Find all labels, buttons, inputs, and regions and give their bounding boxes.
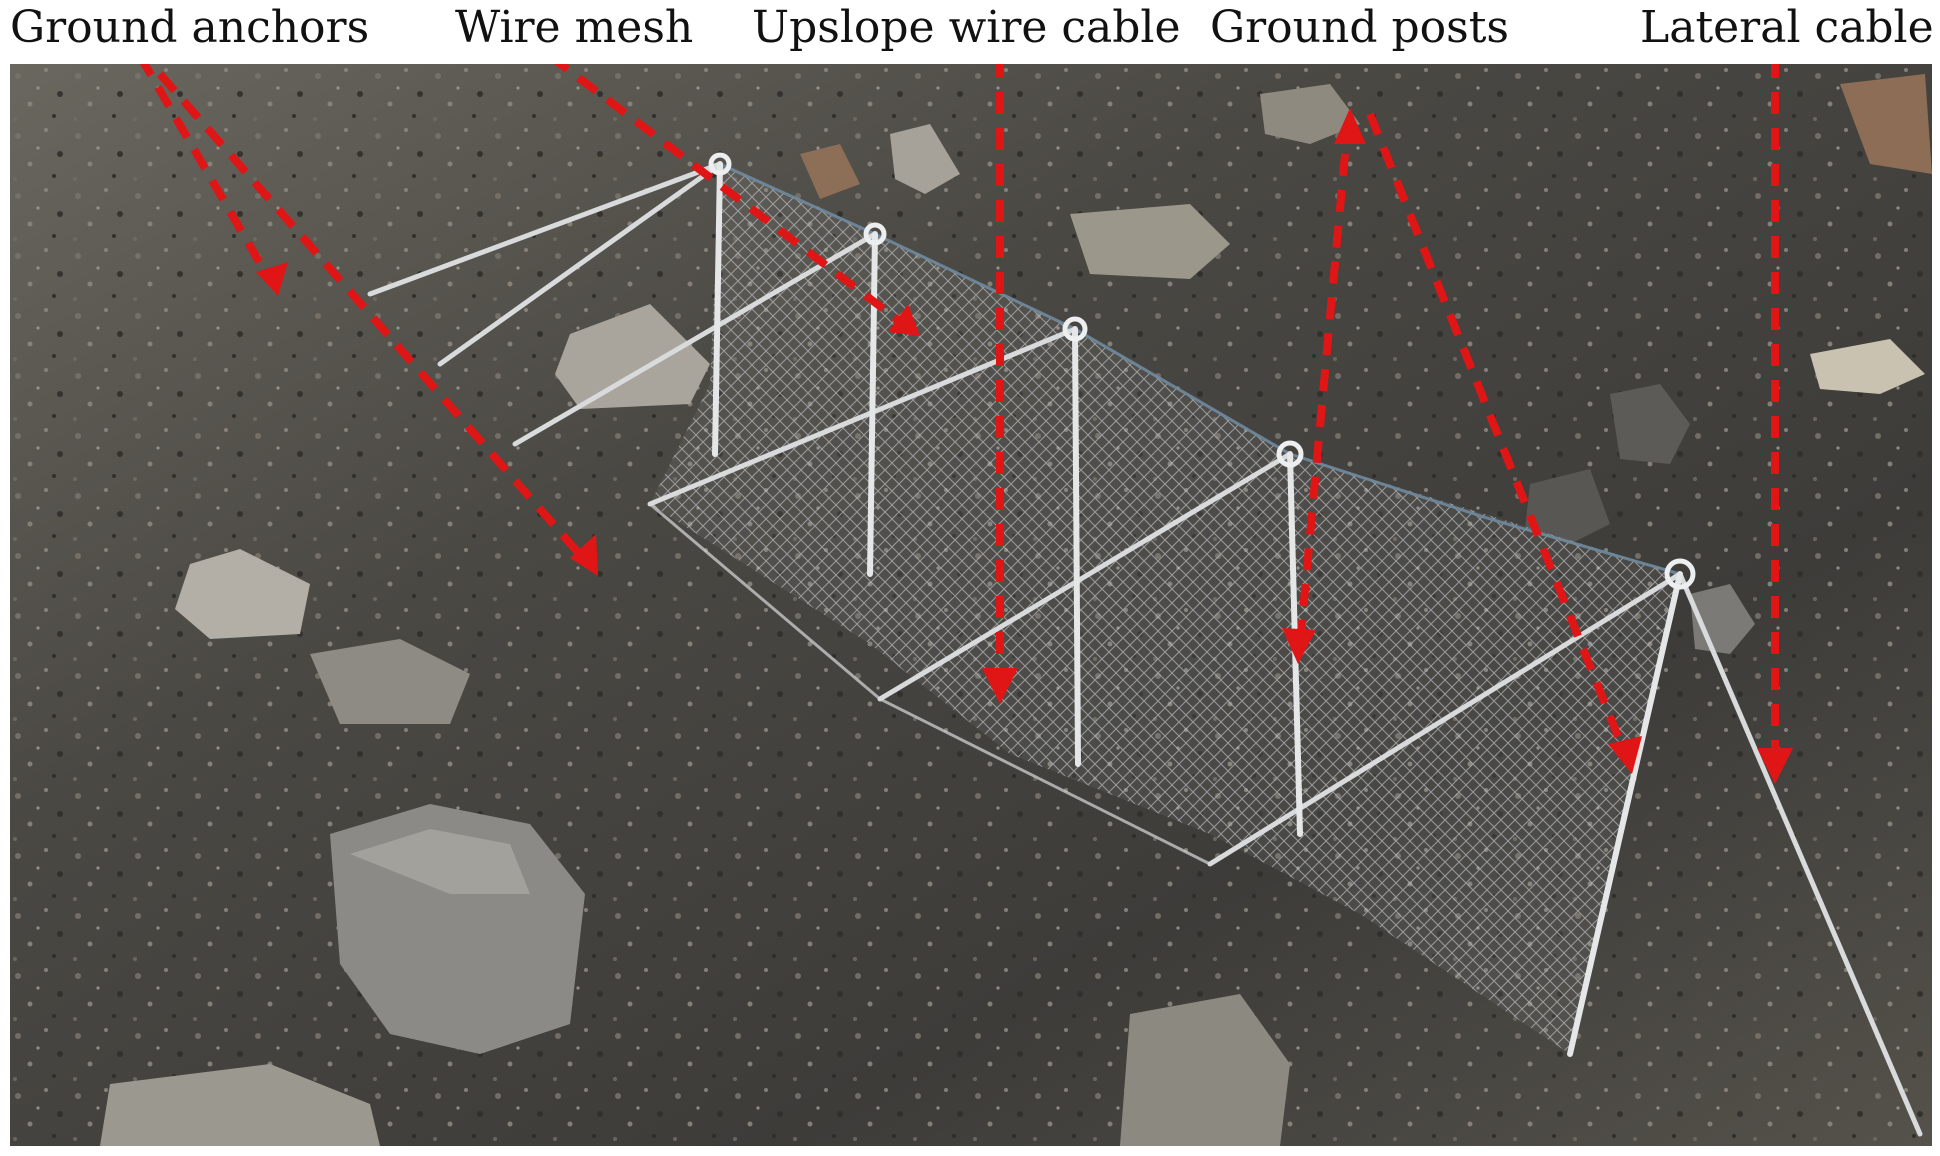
arrowheads — [256, 108, 1793, 784]
wire-mesh-barrier — [650, 164, 1680, 1054]
label-ground-posts: Ground posts — [1210, 2, 1509, 53]
slope-photo-svg — [10, 64, 1932, 1146]
eye-bolt-icon — [708, 152, 1696, 590]
cables — [367, 161, 1923, 1137]
slope-photo — [10, 64, 1932, 1146]
label-ground-anchors: Ground anchors — [10, 2, 370, 53]
rocks — [100, 74, 1932, 1146]
ground-posts — [712, 161, 1683, 1057]
label-bar: Ground anchors Wire mesh Upslope wire ca… — [0, 0, 1940, 64]
label-wire-mesh: Wire mesh — [455, 2, 694, 53]
dashed-arrow-icon — [140, 64, 1779, 764]
label-upslope-wire-cable: Upslope wire cable — [752, 2, 1181, 53]
label-lateral-cable: Lateral cable — [1640, 2, 1934, 53]
